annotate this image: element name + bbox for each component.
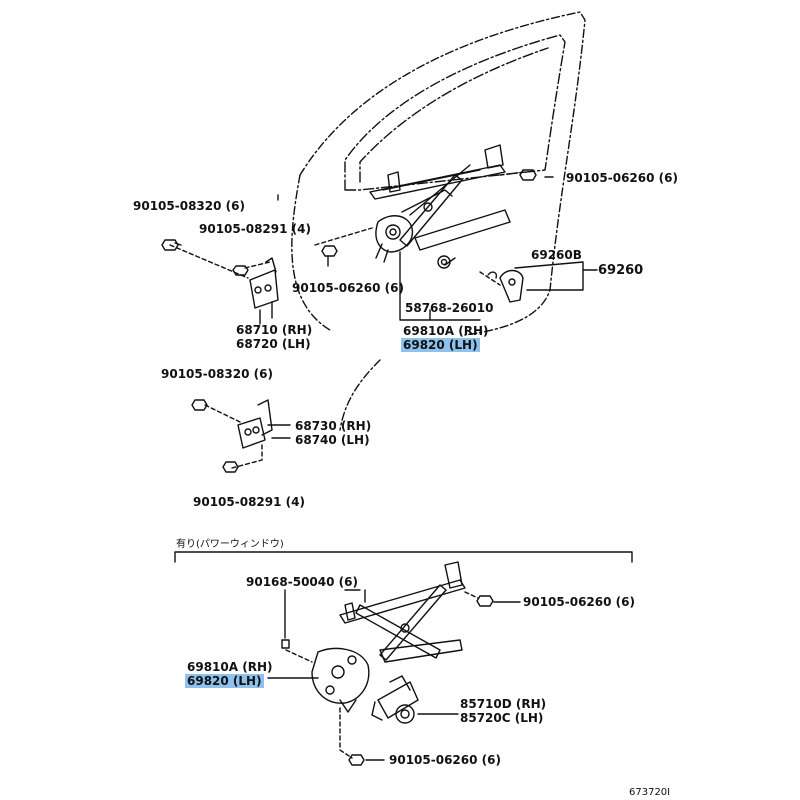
hinge-lower-part (237, 399, 273, 449)
part-label-69810a-top: 69810A (RH) (403, 324, 489, 338)
motor-part (371, 675, 419, 724)
bolt-label-90105-08291-top: 90105-08291 (4) (199, 222, 311, 236)
bolt-icon-4 (519, 169, 537, 181)
bolt-label-90105-06260-bottom: 90105-06260 (6) (389, 753, 501, 767)
bolt-label-90105-06260-low-right: 90105-06260 (6) (523, 595, 635, 609)
highlight-69820-bot: 69820 (LH) (185, 674, 264, 688)
bolt-label-90105-08320-mid: 90105-08320 (6) (161, 367, 273, 381)
part-label-69260: 69260 (598, 263, 644, 278)
part-label-69260b: 69260B (531, 248, 582, 262)
part-label-85720c: 85720C (LH) (460, 711, 544, 725)
part-label-85710d: 85710D (RH) (460, 697, 547, 711)
bolt-label-90105-08291-bot: 90105-08291 (4) (193, 495, 305, 509)
section-note: 有り(パワーウィンドウ) (176, 539, 284, 550)
bolt-icon-9 (348, 754, 365, 766)
door-outline-lower (291, 174, 381, 431)
part-label-69810a-bot: 69810A (RH) (187, 660, 273, 674)
bolt-icon-8 (476, 595, 494, 607)
diagram-code: 673720I (629, 787, 671, 798)
bolt-icon-6 (222, 461, 239, 473)
upper-regulator (369, 144, 511, 263)
bolt-icon-7 (281, 639, 290, 649)
bolt-icon-5 (191, 399, 208, 411)
door-outline (299, 11, 586, 336)
highlight-69820-top: 69820 (LH) (401, 338, 480, 352)
part-label-68720: 68720 (LH) (236, 337, 311, 351)
part-label-58768-26010: 58768-26010 (405, 301, 494, 315)
part-label-68740: 68740 (LH) (295, 433, 370, 447)
bolt-label-90105-06260-mid: 90105-06260 (6) (292, 281, 404, 295)
hinge-upper-part (249, 257, 279, 319)
part-label-68730: 68730 (RH) (295, 419, 372, 433)
part-label-69820-bot: 69820 (LH) (185, 674, 264, 688)
window-glass-outline (344, 34, 566, 191)
section-frame (174, 551, 633, 563)
lower-regulator (311, 561, 466, 713)
bolt-icon-3 (321, 245, 338, 267)
nut-icon (437, 255, 451, 269)
part-label-69820-top: 69820 (LH) (401, 338, 480, 352)
bolt-label-90105-06260-right: 90105-06260 (6) (566, 171, 678, 185)
handle-part (487, 269, 524, 303)
bolt-icon-1 (161, 239, 182, 251)
bolt-icon-2 (232, 265, 249, 276)
part-label-68710: 68710 (RH) (236, 323, 313, 337)
bolt-label-90105-08320-top: 90105-08320 (6) (133, 199, 245, 213)
bolt-label-90168-50040: 90168-50040 (6) (246, 575, 358, 589)
